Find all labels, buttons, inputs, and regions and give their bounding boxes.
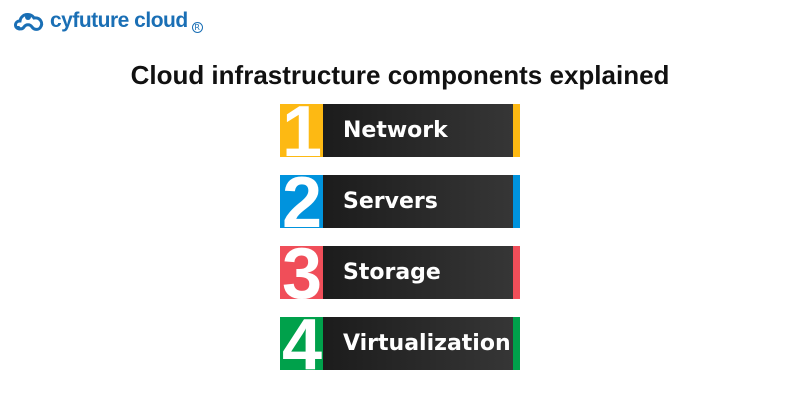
number-block: [280, 246, 324, 299]
item-number: 1: [282, 92, 323, 172]
brand-logo: cyfuture cloud R: [12, 8, 203, 33]
label-bar: [323, 246, 514, 299]
item-number: 4: [282, 305, 323, 385]
item-label: Servers: [343, 189, 438, 214]
component-item: 2 Servers: [280, 165, 520, 241]
component-item: 4 Virtualization: [280, 307, 520, 383]
registered-mark: R: [191, 22, 203, 33]
component-item: 3 Storage: [280, 236, 520, 312]
number-block: [280, 317, 324, 370]
item-label: Virtualization: [343, 331, 511, 356]
component-item: 1 Network: [280, 94, 520, 170]
item-number: 3: [282, 234, 323, 314]
logo-text: cyfuture cloud: [50, 8, 188, 32]
item-number: 2: [282, 163, 323, 243]
label-bar: [323, 175, 514, 228]
number-block: [280, 104, 324, 157]
number-block: [280, 175, 324, 228]
accent-stripe: [513, 104, 520, 157]
accent-stripe: [513, 246, 520, 299]
label-bar: [323, 104, 514, 157]
item-label: Network: [343, 118, 448, 143]
page-title: Cloud infrastructure components explaine…: [130, 60, 670, 90]
item-label: Storage: [343, 260, 441, 285]
label-bar: [323, 317, 514, 370]
cloud-icon: [14, 12, 44, 31]
accent-stripe: [513, 175, 520, 228]
accent-stripe: [513, 317, 520, 370]
